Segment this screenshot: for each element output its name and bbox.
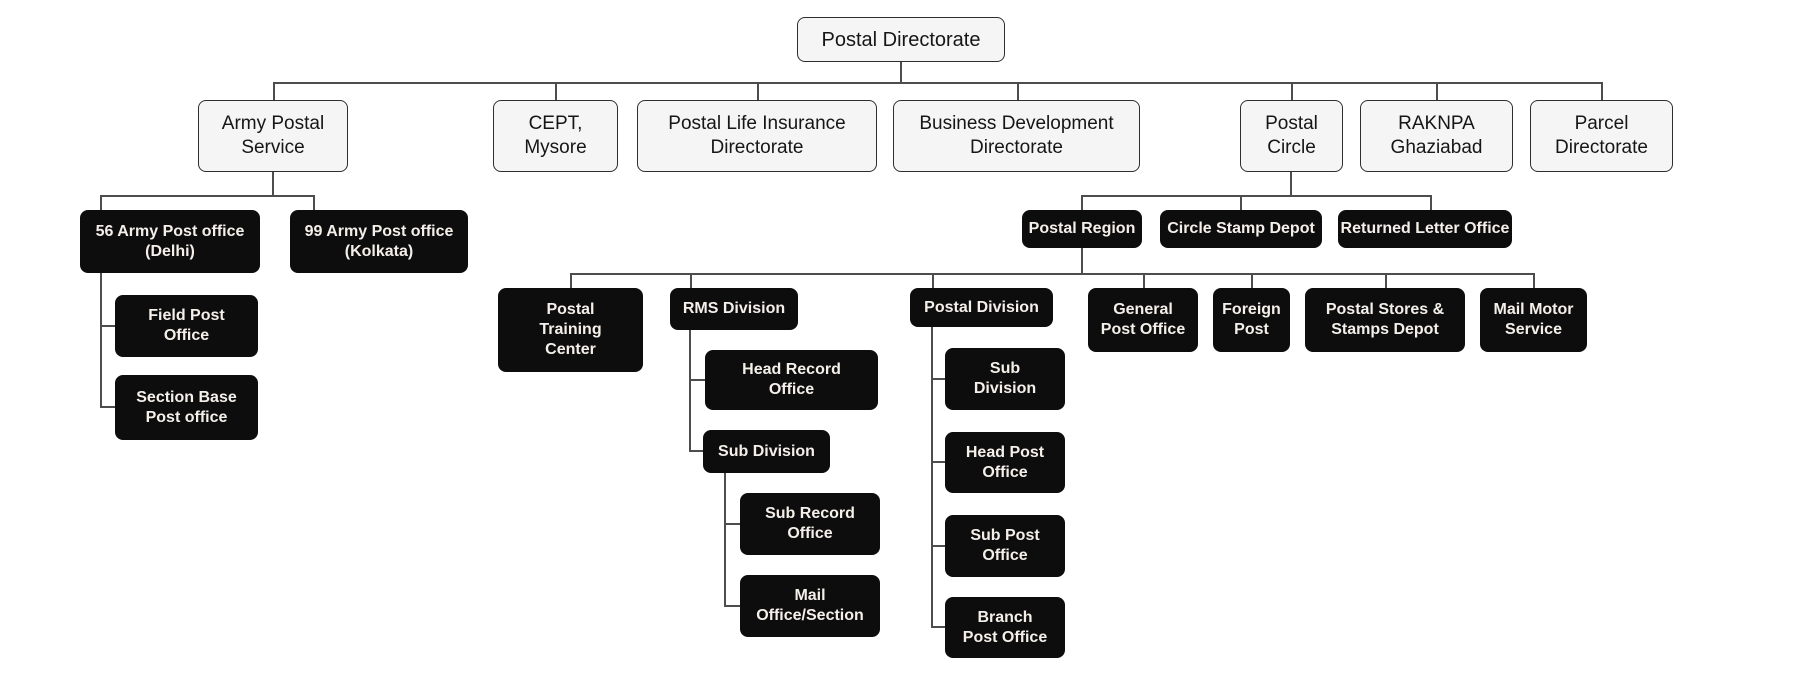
connector-line	[100, 273, 102, 407]
connector-line	[931, 626, 945, 628]
connector-line	[273, 82, 275, 100]
connector-line	[690, 273, 692, 288]
connector-line	[1430, 195, 1432, 210]
org-node-returned-letter-office: Returned Letter Office	[1338, 210, 1512, 248]
org-node-postal-region: Postal Region	[1022, 210, 1142, 248]
org-node-business-development-directorate: Business Development Directorate	[893, 100, 1140, 172]
connector-line	[313, 195, 315, 210]
connector-line	[1017, 82, 1019, 100]
connector-line	[931, 327, 933, 628]
connector-line	[100, 325, 115, 327]
org-node-mail-motor-service: Mail Motor Service	[1480, 288, 1587, 352]
connector-line	[757, 82, 759, 100]
org-node-postal-circle: Postal Circle	[1240, 100, 1343, 172]
connector-line	[100, 195, 315, 197]
connector-line	[1081, 248, 1083, 273]
connector-line	[1601, 82, 1603, 100]
org-node-raknpa-ghaziabad: RAKNPA Ghaziabad	[1360, 100, 1513, 172]
connector-line	[1436, 82, 1438, 100]
connector-line	[724, 605, 740, 607]
connector-line	[273, 82, 1603, 84]
org-node-99-army-post-office-kolkata: 99 Army Post office (Kolkata)	[290, 210, 468, 273]
connector-line	[570, 273, 1535, 275]
org-node-head-record-office: Head Record Office	[705, 350, 878, 410]
connector-line	[931, 378, 945, 380]
connector-line	[272, 172, 274, 195]
org-node-56-army-post-office-delhi: 56 Army Post office (Delhi)	[80, 210, 260, 273]
org-node-rms-division: RMS Division	[670, 288, 798, 330]
connector-line	[1290, 172, 1292, 195]
connector-line	[1291, 82, 1293, 100]
connector-line	[1385, 273, 1387, 288]
connector-line	[932, 273, 934, 288]
connector-line	[1533, 273, 1535, 288]
connector-line	[689, 379, 705, 381]
org-node-foreign-post: Foreign Post	[1213, 288, 1290, 352]
connector-line	[1143, 273, 1145, 288]
org-node-postal-directorate: Postal Directorate	[797, 17, 1005, 62]
org-node-postal-division: Postal Division	[910, 288, 1053, 327]
connector-line	[931, 461, 945, 463]
org-node-circle-stamp-depot: Circle Stamp Depot	[1160, 210, 1322, 248]
org-node-parcel-directorate: Parcel Directorate	[1530, 100, 1673, 172]
org-node-sub-division-postal: Sub Division	[945, 348, 1065, 410]
connector-line	[1081, 195, 1083, 210]
connector-line	[724, 473, 726, 606]
connector-line	[1240, 195, 1242, 210]
org-node-sub-post-office: Sub Post Office	[945, 515, 1065, 577]
org-node-sub-division-rms: Sub Division	[703, 430, 830, 473]
org-node-field-post-office: Field Post Office	[115, 295, 258, 357]
org-node-general-post-office: General Post Office	[1088, 288, 1198, 352]
connector-line	[100, 406, 115, 408]
connector-line	[100, 195, 102, 210]
org-node-sub-record-office: Sub Record Office	[740, 493, 880, 555]
org-node-head-post-office: Head Post Office	[945, 432, 1065, 493]
org-node-postal-stores-stamps-depot: Postal Stores & Stamps Depot	[1305, 288, 1465, 352]
org-node-mail-office-section: Mail Office/Section	[740, 575, 880, 637]
connector-line	[1081, 195, 1432, 197]
connector-line	[900, 62, 902, 82]
connector-line	[555, 82, 557, 100]
connector-line	[724, 523, 740, 525]
connector-line	[1251, 273, 1253, 288]
connector-line	[931, 545, 945, 547]
connector-line	[689, 450, 703, 452]
org-node-postal-life-insurance-directorate: Postal Life Insurance Directorate	[637, 100, 877, 172]
org-node-postal-training-center: Postal Training Center	[498, 288, 643, 372]
org-node-cept-mysore: CEPT, Mysore	[493, 100, 618, 172]
org-node-army-postal-service: Army Postal Service	[198, 100, 348, 172]
connector-line	[570, 273, 572, 288]
org-node-branch-post-office: Branch Post Office	[945, 597, 1065, 658]
org-node-section-base-post-office: Section Base Post office	[115, 375, 258, 440]
connector-line	[689, 330, 691, 451]
